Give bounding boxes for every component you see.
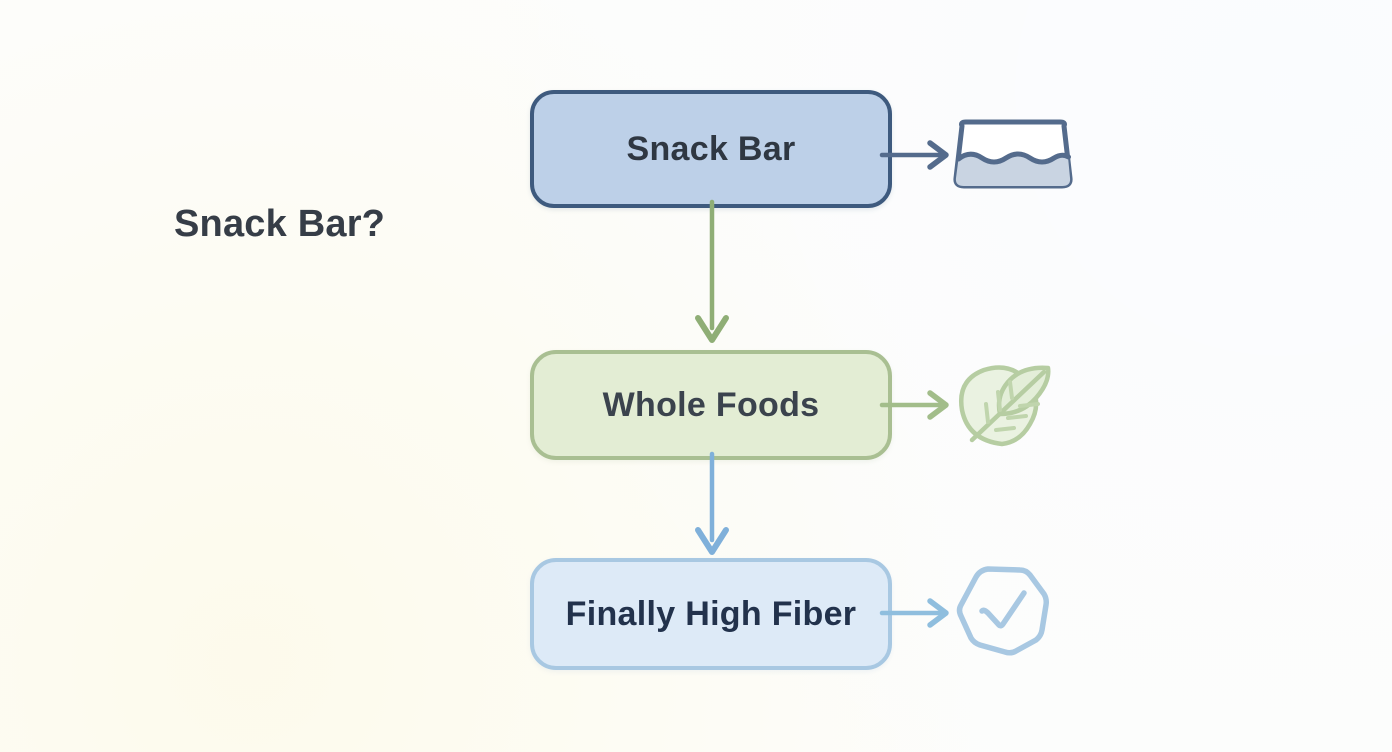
connector-whole-foods-to-high-fiber <box>695 451 729 555</box>
connector-snack-bar-to-whole-foods <box>695 199 729 343</box>
leaf-icon <box>959 365 1051 447</box>
connector-snack-bar-to-icon <box>879 140 949 170</box>
connector-whole-foods-to-icon <box>879 390 949 420</box>
node-whole-foods-label: Whole Foods <box>602 385 820 424</box>
page-title: Snack Bar? <box>174 203 386 245</box>
node-finally-high-fiber-label: Finally High Fiber <box>565 594 857 633</box>
connector-high-fiber-to-icon <box>879 598 949 628</box>
snack-tray-icon <box>953 119 1073 189</box>
node-snack-bar[interactable]: Snack Bar <box>530 90 892 208</box>
node-snack-bar-label: Snack Bar <box>626 129 796 168</box>
check-badge-icon <box>956 566 1049 656</box>
node-finally-high-fiber[interactable]: Finally High Fiber <box>530 558 892 670</box>
node-whole-foods[interactable]: Whole Foods <box>530 350 892 460</box>
